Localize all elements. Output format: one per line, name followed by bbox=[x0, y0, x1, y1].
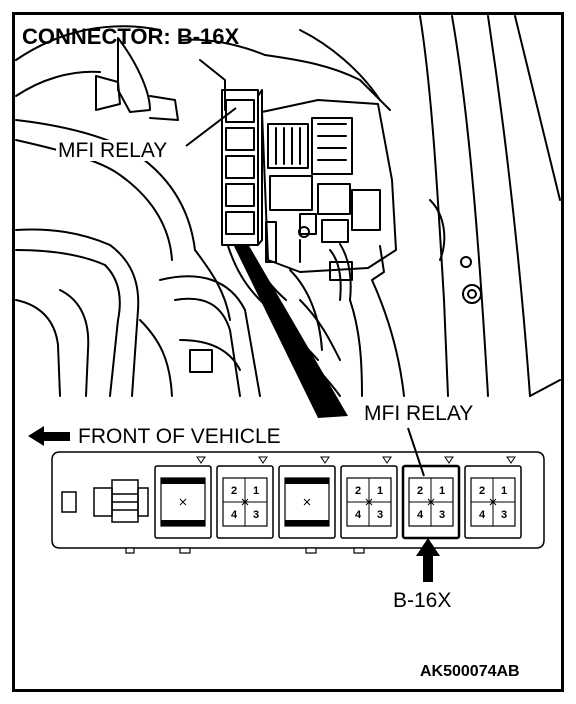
engine-bay-illustration bbox=[15, 15, 561, 397]
pin-number: 4 bbox=[417, 509, 424, 521]
pin-number: 3 bbox=[377, 509, 383, 521]
pin-number: 3 bbox=[253, 509, 259, 521]
pin-number: 2 bbox=[355, 485, 361, 497]
relay-block: 2 1 4 3 2 1 4 3 2 1 4 3 2 1 4 3 bbox=[51, 451, 545, 554]
socket-marker bbox=[196, 456, 206, 464]
relay-leader-upper bbox=[185, 107, 237, 147]
relay-leader-lower bbox=[407, 427, 425, 477]
b16x-arrow bbox=[416, 538, 440, 582]
socket-marker bbox=[320, 456, 330, 464]
pin-number: 3 bbox=[439, 509, 445, 521]
pin-number: 2 bbox=[479, 485, 485, 497]
relay-socket: 2 1 4 3 bbox=[216, 456, 274, 539]
pin-number: 4 bbox=[231, 509, 238, 521]
relay-socket: 2 1 4 3 bbox=[401, 456, 461, 540]
pin-number: 3 bbox=[501, 509, 507, 521]
socket-marker bbox=[382, 456, 392, 464]
relay-socket bbox=[154, 456, 212, 539]
mfi-relay-label-upper: MFI RELAY bbox=[56, 139, 170, 162]
socket-marker bbox=[444, 456, 454, 464]
relay-socket: 2 1 4 3 bbox=[464, 456, 522, 539]
terminal-group bbox=[93, 479, 149, 523]
pin-number: 4 bbox=[355, 509, 362, 521]
relay-socket: 2 1 4 3 bbox=[340, 456, 398, 539]
figure-border bbox=[12, 12, 564, 692]
pin-number: 1 bbox=[253, 485, 259, 497]
front-arrow bbox=[28, 426, 70, 446]
b16x-label: B-16X bbox=[393, 589, 452, 612]
mfi-relay-label-lower: MFI RELAY bbox=[364, 402, 474, 425]
pin-number: 2 bbox=[231, 485, 237, 497]
relay-wedge-callout bbox=[234, 244, 348, 418]
pin-number: 2 bbox=[417, 485, 423, 497]
pin-number: 4 bbox=[479, 509, 486, 521]
connector-title: CONNECTOR: B-16X bbox=[22, 24, 240, 49]
fuse-slot bbox=[61, 491, 77, 513]
pin-number: 1 bbox=[377, 485, 383, 497]
part-code: AK500074AB bbox=[420, 663, 520, 680]
mounting-tabs bbox=[125, 547, 365, 554]
relay-sockets: 2 1 4 3 2 1 4 3 2 1 4 3 2 1 4 3 bbox=[154, 456, 522, 540]
front-of-vehicle-label: FRONT OF VEHICLE bbox=[78, 425, 281, 448]
socket-marker bbox=[258, 456, 268, 464]
pin-number: 1 bbox=[439, 485, 445, 497]
relay-socket bbox=[278, 456, 336, 539]
socket-marker bbox=[506, 456, 516, 464]
pin-number: 1 bbox=[501, 485, 507, 497]
